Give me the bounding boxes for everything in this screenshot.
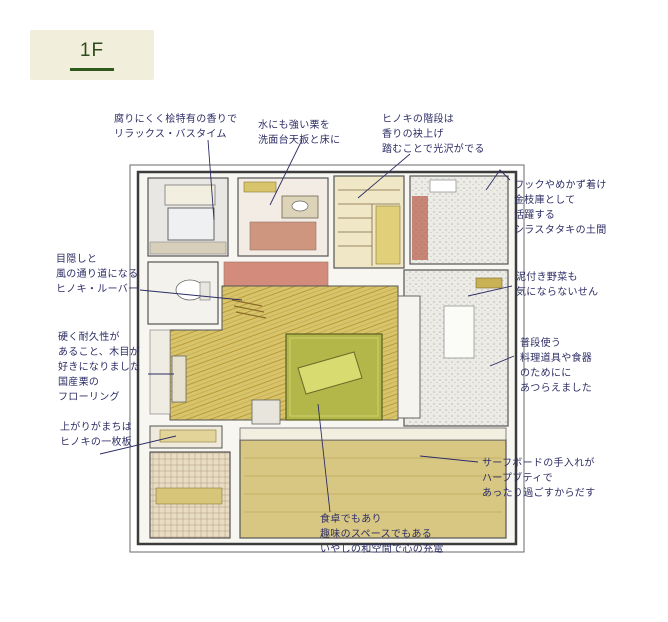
annotation-bath: 腐りにくく桧特有の香りで リラックス・バスタイム [114,114,238,140]
floor-label-underline [70,68,114,71]
annotation-louver: 目隠しと 風の通り道になる ヒノキ・ルーバー [56,254,139,295]
hinoki-louver [231,299,267,319]
washroom [237,177,329,257]
annotation-sideboard: サーフボードの手入れが ハープブティで あったり過ごすからだす [482,458,596,499]
leader-lines [99,139,515,513]
toilet-room [147,261,219,325]
annotation-kitchen: 普段使う 料理道具や食器 のためにに あつらえました [520,338,593,394]
annotation-board: 上がりがまちは ヒノキの一枚板 [60,422,133,448]
annotation-washroom: 水にも強い栗を 洗面台天板と床に [258,120,341,146]
left-shelf [149,329,187,415]
floor-badge: 1F [30,30,154,80]
annotation-entrance: 泥付き野菜も 気にならないせん [516,272,599,298]
bathroom [147,177,229,257]
annotation-stairs: ヒノキの階段は 香りの袂上げ 踏むことで光沢がでる [382,114,485,155]
floor-label: 1F [79,40,105,61]
storage-closet [409,175,509,265]
workshop-room [239,427,507,539]
entrance-step [149,399,281,449]
annotation-dining: 食卓でもあり 趣味のスペースでもある いやしの和空間で心の充電 [320,514,444,555]
entry-hall [223,261,329,287]
genkan [149,451,231,539]
annotation-flooring: 硬く耐久性が あること、木目が 好きになりました 国産栗の フローリング [58,332,141,403]
staircase [333,175,405,269]
annotation-closet: ワックやめかず着け 金枝庫として 活躍する シラスタタキの土間 [514,180,607,236]
tatami-area [285,333,383,421]
kitchen [397,269,509,427]
